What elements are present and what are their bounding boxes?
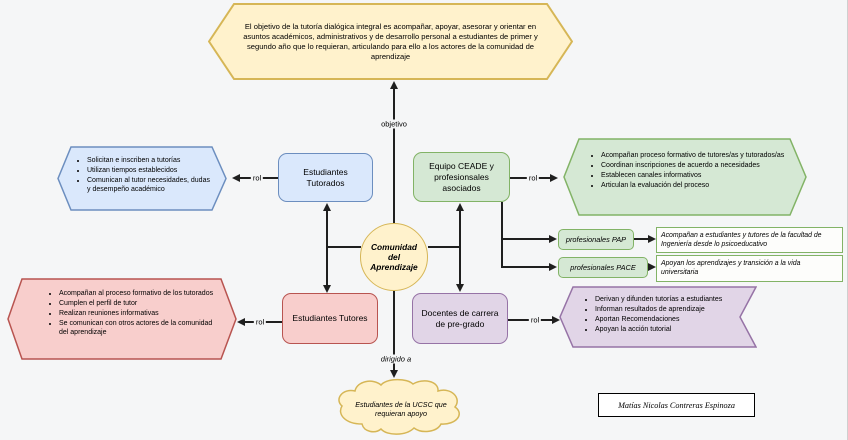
signature-text: Matías Nicolas Contreras Espinoza — [618, 400, 735, 410]
arrow-left-icon — [232, 174, 240, 182]
objective-text: El objetivo de la tutoría dialógica inte… — [243, 21, 538, 61]
tutores-box: Estudiantes Tutores — [282, 293, 378, 344]
bullet-item: Realizan reuniones informativas — [59, 309, 219, 318]
dirigido-label: dirigido a — [378, 354, 414, 364]
pace-description-box: Apoyan los aprendizajes y transición a l… — [656, 255, 843, 282]
arrow-right-icon — [552, 316, 560, 324]
tutores-roles-banner: Acompañan al proceso formativo de los tu… — [7, 278, 237, 360]
cloud-shape — [338, 378, 460, 435]
banner-shape — [559, 286, 757, 348]
connector-objective — [393, 89, 395, 223]
bullet-item: Utilizan tiempos establecidos — [87, 166, 211, 175]
ceade-title: Equipo CEADE y profesionsales asociados — [429, 160, 494, 193]
tutorados-box: Estudiantes Tutorados — [278, 153, 373, 202]
connector-pap-desc — [634, 238, 648, 240]
connector-dirigido — [393, 291, 395, 370]
tutorados-roles-banner: Solicitan e inscriben a tutorías Utiliza… — [57, 146, 227, 211]
bullet-item: Aportan Recomendaciones — [595, 315, 733, 324]
arrow-right-icon — [550, 174, 558, 182]
bullet-item: Informan resultados de aprendizaje — [595, 305, 733, 314]
pap-description: Acompañan a estudiantes y tutores de la … — [661, 232, 822, 248]
objetivo-label: objetivo — [379, 119, 409, 129]
bullet-item: Cumplen el perfil de tutor — [59, 299, 219, 308]
bullet-item: Acompañan proceso formativo de tutores/a… — [601, 151, 785, 160]
objective-banner: El objetivo de la tutoría dialógica inte… — [208, 3, 573, 80]
chevron-shape — [57, 146, 227, 211]
bullet-item: Derivan y difunden tutorías a estudiante… — [595, 295, 733, 304]
pap-label: profesionales PAP — [565, 235, 627, 244]
arrow-right-icon — [549, 235, 557, 243]
pace-label: profesionales PACE — [570, 263, 636, 272]
docentes-title: Docentes de carrera de pre-grado — [421, 307, 499, 329]
bullet-item: Establecen canales informativos — [601, 171, 785, 180]
arrow-left-icon — [237, 318, 245, 326]
pace-box: profesionales PACE — [558, 257, 648, 278]
tutorados-bullet-list: Solicitan e inscriben a tutorías Utiliza… — [75, 156, 211, 194]
chevron-shape — [7, 278, 237, 360]
rol-label-ceade: rol — [526, 173, 540, 183]
bullet-item: Apoyan la acción tutorial — [595, 325, 733, 334]
arrow-right-icon — [549, 263, 557, 271]
tutores-title: Estudiantes Tutores — [292, 313, 368, 323]
connector-feeder-pace — [501, 266, 549, 268]
connector-circle-right — [428, 246, 460, 248]
connector-feeder-pap — [501, 238, 549, 240]
connector-ceade-feeder — [501, 202, 503, 268]
arrow-down-icon — [390, 370, 398, 378]
hexagon-shape — [208, 3, 573, 80]
pace-description: Apoyan los aprendizajes y transición a l… — [661, 260, 801, 276]
docentes-box: Docentes de carrera de pre-grado — [412, 293, 508, 344]
bullet-item: Articulan la evaluación del proceso — [601, 181, 785, 190]
docentes-bullet-list: Derivan y difunden tutorías a estudiante… — [583, 295, 733, 334]
rol-label-docentes: rol — [528, 315, 542, 325]
arrow-right-icon — [648, 263, 656, 271]
docentes-roles-banner: Derivan y difunden tutorías a estudiante… — [559, 286, 757, 348]
arrow-down-icon — [456, 284, 464, 292]
bullet-item: Acompañan al proceso formativo de los tu… — [59, 289, 219, 298]
ceade-bullet-list: Acompañan proceso formativo de tutores/a… — [589, 151, 785, 190]
rol-label-tutores: rol — [253, 317, 267, 327]
pap-box: profesionales PAP — [558, 229, 634, 250]
connector-ceade-docentes — [459, 206, 461, 286]
tutores-bullet-list: Acompañan al proceso formativo de los tu… — [47, 289, 219, 337]
arrow-up-icon — [323, 203, 331, 211]
ceade-box: Equipo CEADE y profesionsales asociados — [413, 152, 510, 202]
community-circle: Comunidad del Aprendizaje — [360, 223, 428, 291]
bullet-item: Se comunican con otros actores de la com… — [59, 319, 219, 337]
bullet-item: Comunican al tutor necesidades, dudas y … — [87, 176, 211, 194]
arrow-right-icon — [648, 235, 656, 243]
signature-box: Matías Nicolas Contreras Espinoza — [598, 393, 755, 417]
pap-description-box: Acompañan a estudiantes y tutores de la … — [656, 227, 843, 253]
chevron-shape — [563, 138, 807, 216]
ceade-roles-banner: Acompañan proceso formativo de tutores/a… — [563, 138, 807, 216]
rol-label-tutorados: rol — [250, 173, 264, 183]
arrow-down-icon — [323, 285, 331, 293]
community-text: Comunidad del Aprendizaje — [370, 242, 418, 272]
cloud-node: Estudiantes de la UCSC que requieran apo… — [331, 377, 471, 438]
cloud-text: Estudiantes de la UCSC que requieran apo… — [355, 399, 447, 418]
tutorados-title: Estudiantes Tutorados — [303, 166, 348, 188]
bullet-item: Coordinan inscripciones de acuerdo a nec… — [601, 161, 785, 170]
connector-circle-left — [327, 246, 361, 248]
arrow-up-icon — [456, 203, 464, 211]
bullet-item: Solicitan e inscriben a tutorías — [87, 156, 211, 165]
arrow-up-icon — [390, 81, 398, 89]
